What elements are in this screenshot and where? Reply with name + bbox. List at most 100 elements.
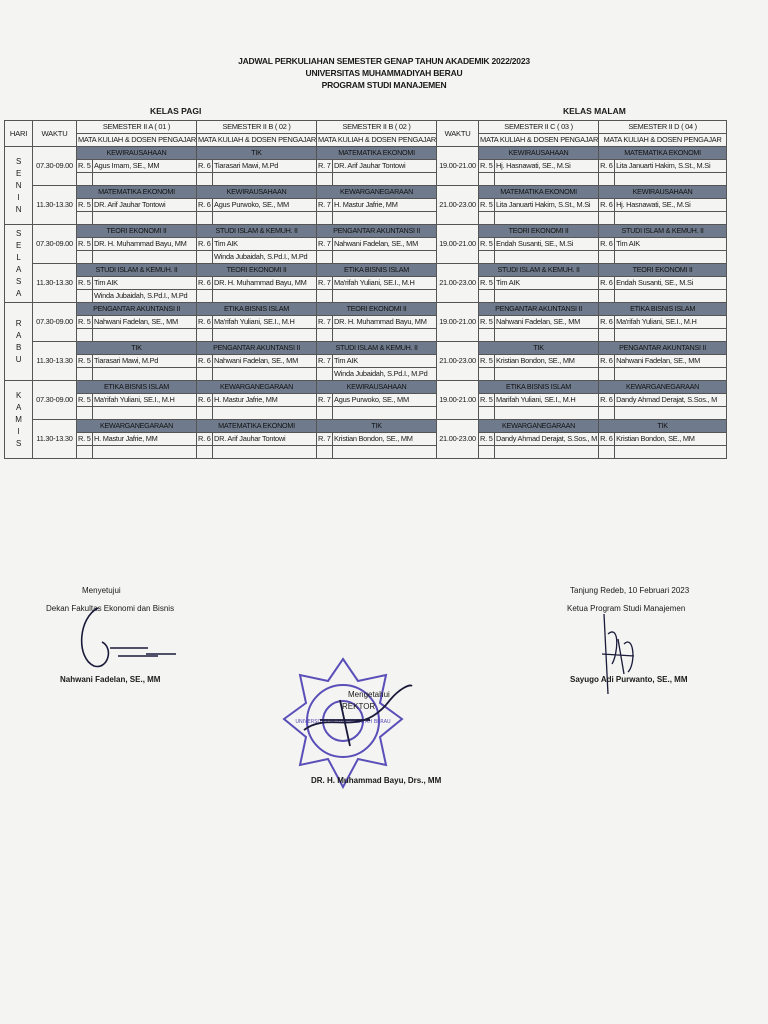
extra-lecturer xyxy=(614,367,728,381)
day-letter: E xyxy=(15,168,22,178)
extra-lecturer xyxy=(212,211,318,225)
room-blank xyxy=(598,328,616,342)
kelas-pagi-label: KELAS PAGI xyxy=(150,106,202,116)
time-slot-morning: 11.30-13.30 xyxy=(32,419,77,459)
time-slot-evening: 19.00-21.00 xyxy=(436,380,480,420)
room-number: R. 5 xyxy=(76,237,93,251)
room-number: R. 6 xyxy=(598,315,616,329)
lecturer-name: DR. H. Muhammad Bayu, MM xyxy=(332,315,438,329)
room-blank xyxy=(478,406,496,420)
time-slot-evening: 19.00-21.00 xyxy=(436,224,480,264)
lecturer-name: Nahwani Fadelan, SE., MM xyxy=(332,237,438,251)
extra-lecturer xyxy=(212,289,318,303)
subject-name: STUDI ISLAM & KEMUH. II xyxy=(598,224,728,238)
lecturer-name: Tim AIK xyxy=(91,276,198,290)
room-number: R. 5 xyxy=(76,432,93,446)
right-position: Ketua Program Studi Manajemen xyxy=(567,604,686,613)
room-number: R. 6 xyxy=(196,354,214,368)
lecturer-name: Nahwani Fadelan, SE., MM xyxy=(614,354,728,368)
lecturer-name: Kristian Bondon, SE., MM xyxy=(494,354,600,368)
room-number: R. 6 xyxy=(196,393,214,407)
lecturer-name: DR. Arif Jauhar Tontowi xyxy=(332,159,438,173)
extra-lecturer xyxy=(212,328,318,342)
room-number: R. 7 xyxy=(316,198,334,212)
day-letter: U xyxy=(15,354,22,364)
sub-header: MATA KULIAH & DOSEN PENGAJAR xyxy=(598,133,728,147)
day-letter: A xyxy=(15,288,22,298)
extra-lecturer xyxy=(614,406,728,420)
left-signer-name: Nahwani Fadelan, SE., MM xyxy=(60,675,161,684)
time-slot-evening: 21.00-23.00 xyxy=(436,419,480,459)
lecturer-name: DR. Arif Jauhar Tontowi xyxy=(212,432,318,446)
room-number: R. 6 xyxy=(598,237,616,251)
room-number: R. 6 xyxy=(196,159,214,173)
subject-name: KEWARGANEGARAAN xyxy=(75,419,198,433)
col-sem-2d: SEMESTER II D ( 04 ) xyxy=(598,120,728,134)
subject-name: MATEMATIKA EKONOMI xyxy=(196,419,318,433)
lecturer-name: Nahwani Fadelan, SE., MM xyxy=(212,354,318,368)
room-number: R. 5 xyxy=(478,393,496,407)
extra-lecturer xyxy=(332,328,438,342)
program-name: PROGRAM STUDI MANAJEMEN xyxy=(321,80,447,90)
day-letter: S xyxy=(15,438,22,448)
extra-lecturer xyxy=(212,406,318,420)
time-slot-morning: 11.30-13.30 xyxy=(32,263,77,303)
extra-lecturer xyxy=(91,328,198,342)
room-number: R. 5 xyxy=(76,276,93,290)
room-blank xyxy=(316,445,334,459)
extra-row xyxy=(5,172,728,186)
room-blank xyxy=(316,211,334,225)
time-slot-evening: 21.00-23.00 xyxy=(436,263,480,303)
room-number: R. 6 xyxy=(598,393,616,407)
lecturer-name: Lita Januarti Hakim, S.St., M.Si xyxy=(614,159,728,173)
day-letter: S xyxy=(15,228,22,238)
room-blank xyxy=(196,289,214,303)
room-blank xyxy=(76,172,93,186)
header-row-2: MATA KULIAH & DOSEN PENGAJAR MATA KULIAH… xyxy=(5,133,728,147)
subject-name: TEORI EKONOMI II xyxy=(598,263,728,277)
lecturer-name: Ma'rifah Yuliani, SE.I., M.H xyxy=(332,276,438,290)
lecturer-name: Nahwani Fadelan, SE., MM xyxy=(494,315,600,329)
extra-lecturer xyxy=(212,172,318,186)
subject-name: ETIKA BISNIS ISLAM xyxy=(196,302,318,316)
subject-name: TIK xyxy=(598,419,728,433)
room-blank xyxy=(316,172,334,186)
subject-name: TEORI EKONOMI II xyxy=(196,263,318,277)
subject-name: ETIKA BISNIS ISLAM xyxy=(316,263,438,277)
extra-lecturer xyxy=(494,406,600,420)
room-blank xyxy=(598,367,616,381)
room-blank xyxy=(196,250,214,264)
lecturer-name: Kristian Bondon, SE., MM xyxy=(332,432,438,446)
extra-lecturer: Winda Jubaidah, S.Pd.I., M.Pd xyxy=(332,367,438,381)
extra-lecturer xyxy=(494,445,600,459)
day-letter: A xyxy=(15,330,22,340)
day-letter: A xyxy=(15,264,22,274)
room-blank xyxy=(598,172,616,186)
lecturer-name: Agus Purwoko, SE., MM xyxy=(332,393,438,407)
col-sem-2c: SEMESTER II C ( 03 ) xyxy=(478,120,600,134)
extra-lecturer xyxy=(91,445,198,459)
subject-name: PENGANTAR AKUNTANSI II xyxy=(75,302,198,316)
extra-lecturer xyxy=(332,445,438,459)
room-blank xyxy=(316,289,334,303)
schedule-title: JADWAL PERKULIAHAN SEMESTER GENAP TAHUN … xyxy=(238,56,530,66)
lecturer-name: Tim AIK xyxy=(212,237,318,251)
col-waktu-malam: WAKTU xyxy=(436,120,480,147)
lecturer-name: Tiarasari Mawi, M.Pd xyxy=(91,354,198,368)
room-number: R. 6 xyxy=(598,159,616,173)
room-number: R. 5 xyxy=(76,354,93,368)
time-slot-evening: 21.00-23.00 xyxy=(436,341,480,381)
subject-name: KEWARGANEGARAAN xyxy=(196,380,318,394)
col-hari: HARI xyxy=(4,120,33,147)
room-blank xyxy=(316,250,334,264)
room-number: R. 7 xyxy=(316,315,334,329)
subject-name: MATEMATIKA EKONOMI xyxy=(316,146,438,160)
time-slot-morning: 07.30-09.00 xyxy=(32,224,77,264)
subject-name: MATEMATIKA EKONOMI xyxy=(75,185,198,199)
